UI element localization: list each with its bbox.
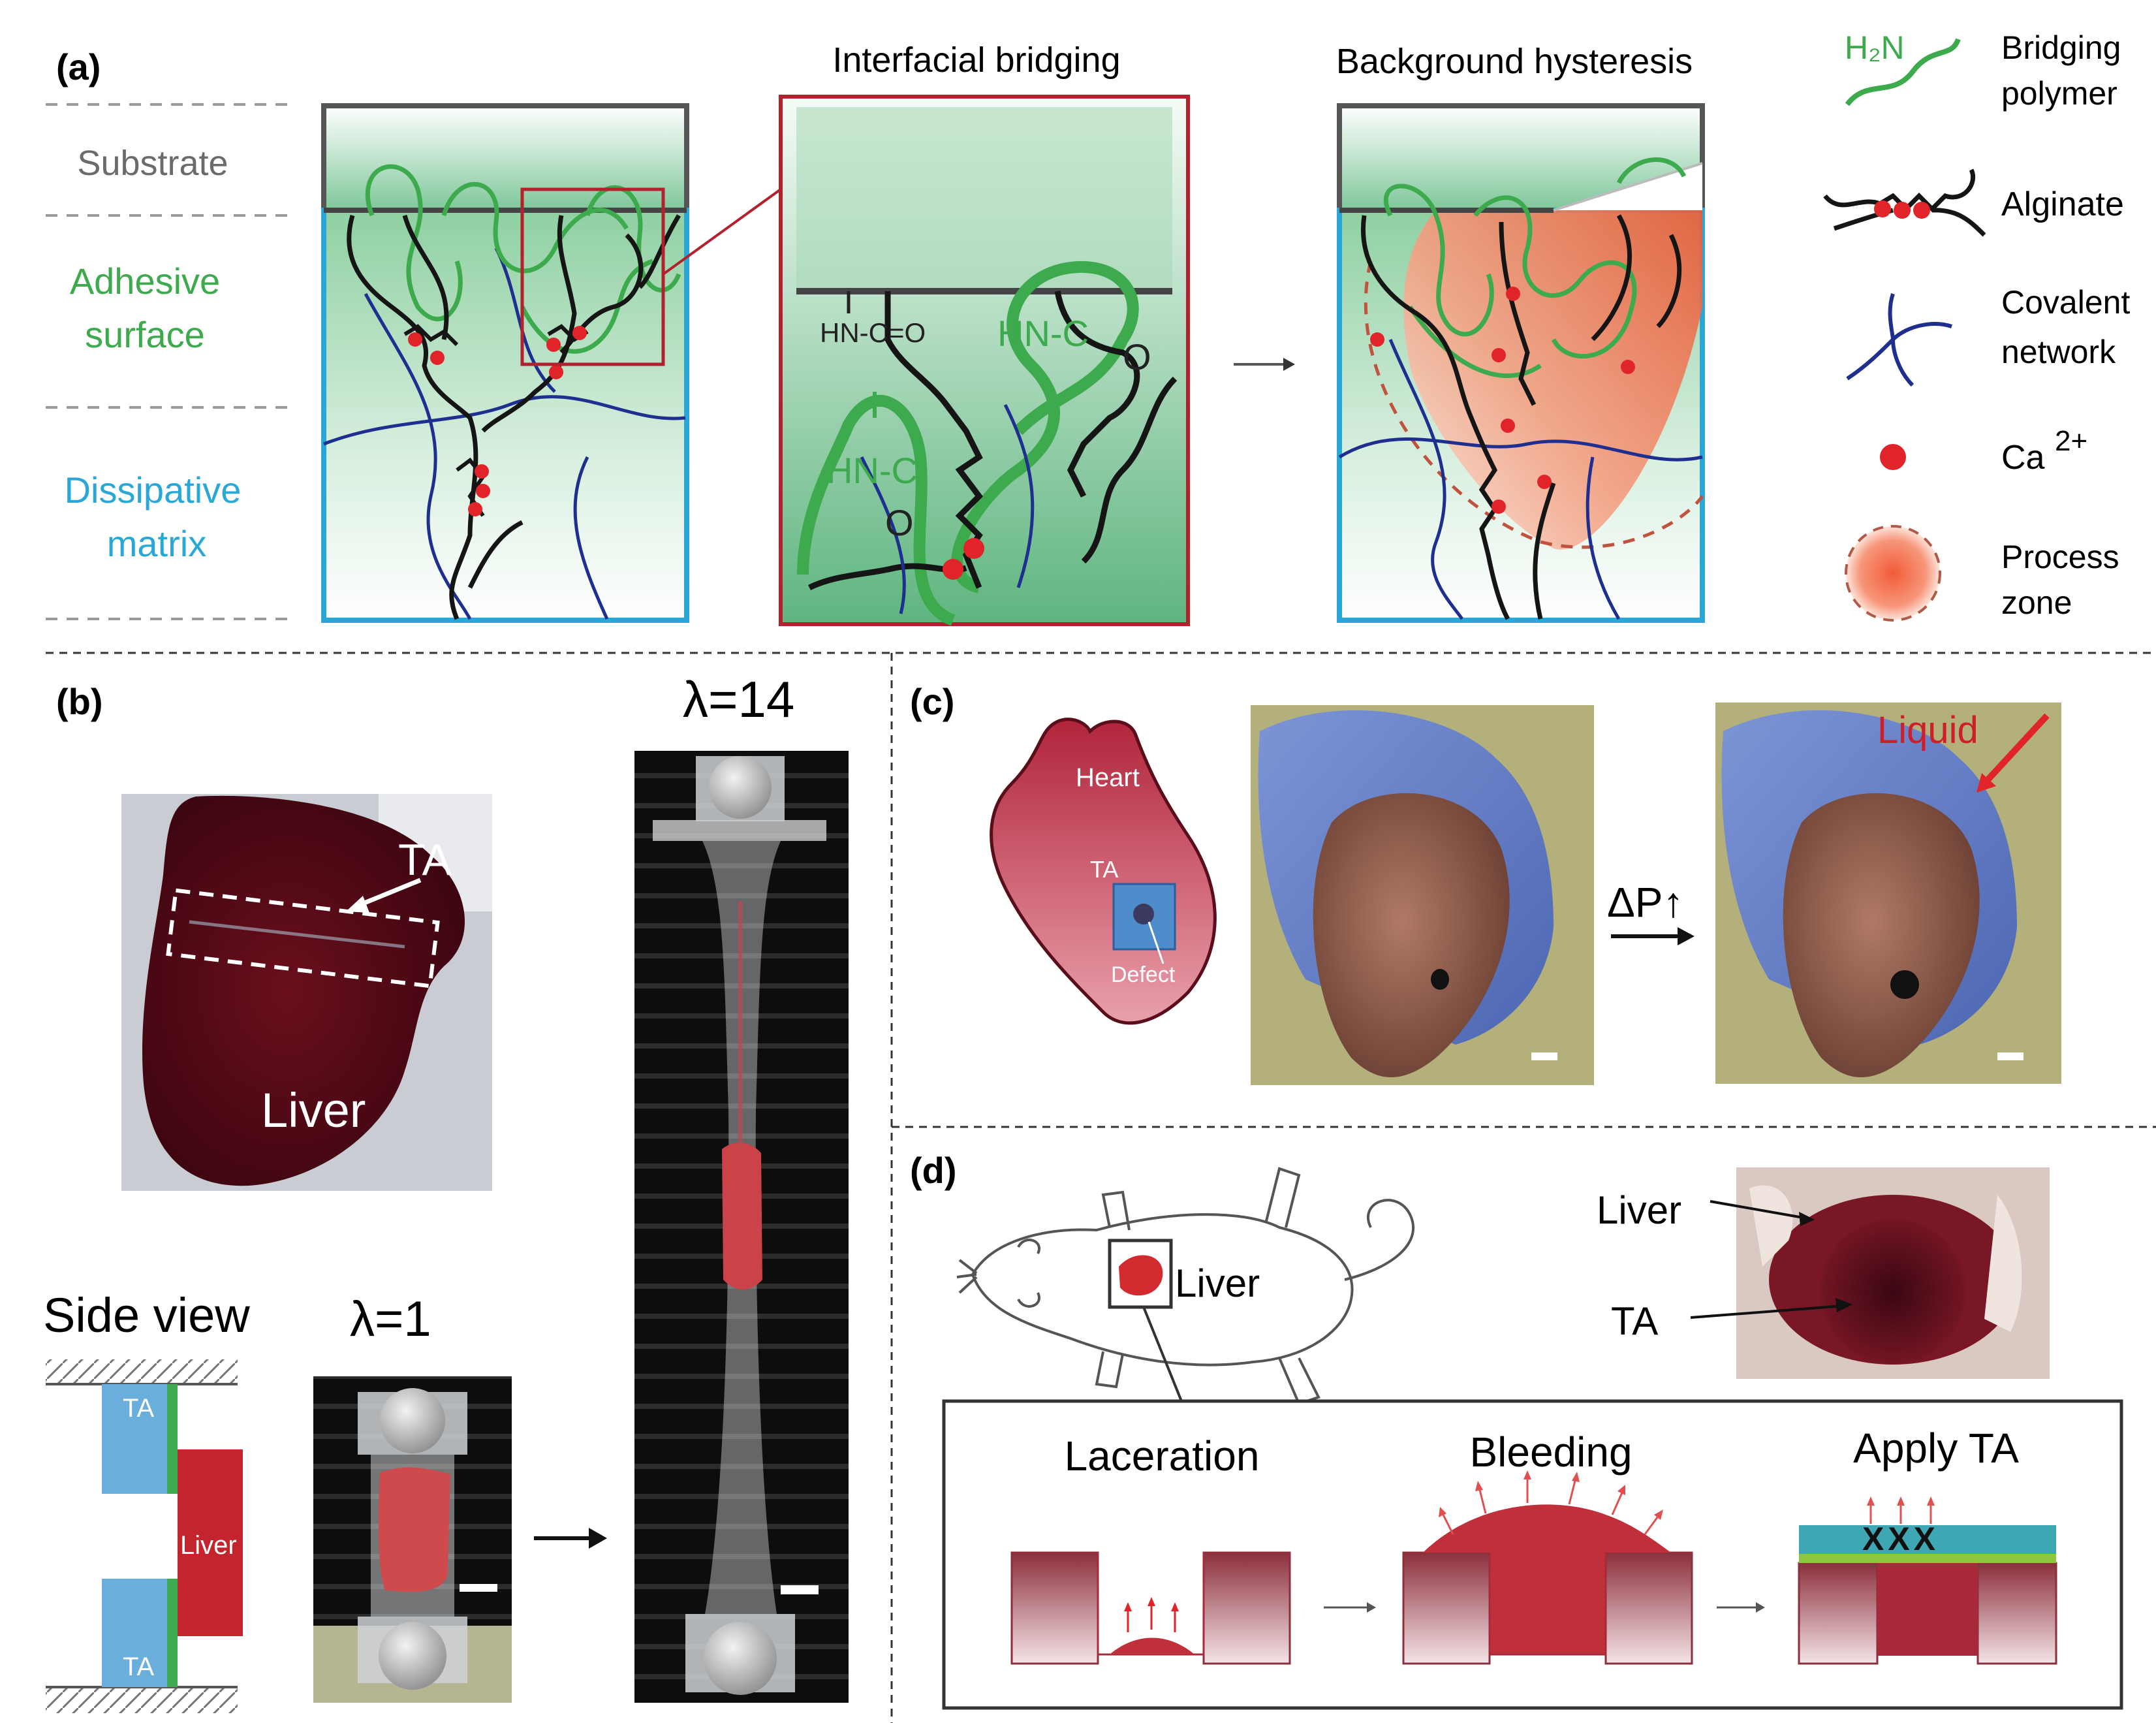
side-view-schematic: TA TA Liver: [46, 1359, 243, 1713]
legend-bridging-1: Bridging: [2001, 29, 2121, 66]
delta-p-label: ΔP↑: [1607, 879, 1683, 926]
legend-covalent-2: network: [2001, 334, 2116, 370]
arrow-a: [1234, 358, 1295, 371]
arrow-b: [534, 1528, 607, 1549]
panel-c-label: (c): [910, 681, 954, 722]
lambda-1-photo: [313, 1376, 512, 1703]
layer-adhesive-2: surface: [85, 314, 205, 355]
chem-hn-2: HN-C: [997, 313, 1089, 354]
bleeding-diagram: [1402, 1470, 1693, 1665]
panel-b-label: (b): [56, 681, 103, 722]
heart-schematic: Heart TA Defect: [990, 718, 1217, 1025]
heart-defect: Defect: [1111, 962, 1176, 987]
panel-a: (a) Substrate Adhesive surface Dissipati…: [46, 29, 2130, 626]
schem-ta-bottom: TA: [123, 1652, 154, 1681]
chem-o-2: O: [1123, 336, 1151, 377]
title-background-hysteresis: Background hysteresis: [1336, 42, 1693, 81]
inset-interfacial-bridging: HN-C=O HN-C O HN-C O: [779, 95, 1190, 626]
legend-h2n: H₂N: [1845, 29, 1905, 66]
rat-outline: [956, 1167, 1414, 1406]
legend-a: H₂N Bridging polymer Alginate Covalent n…: [1823, 29, 2130, 622]
arrow-d-2: [1717, 1602, 1765, 1613]
legend-ca: Ca: [2001, 439, 2045, 477]
layer-substrate: Substrate: [77, 144, 228, 183]
liver-photo: TA Liver: [121, 794, 492, 1191]
rat-liver-label: Liver: [1175, 1261, 1260, 1305]
step-laceration: Laceration: [1065, 1432, 1260, 1479]
legend-alginate: Alginate: [2001, 185, 2124, 223]
photo-ta-label: TA: [1611, 1299, 1658, 1343]
heart-ta: TA: [1090, 856, 1118, 883]
title-interfacial-bridging: Interfacial bridging: [832, 40, 1120, 80]
legend-covalent-1: Covalent: [2001, 284, 2130, 321]
arrow-d-1: [1324, 1602, 1376, 1613]
chem-hn-3: HN-C: [826, 450, 918, 491]
schematic-hysteresis: [1337, 103, 1705, 623]
heart-label: Heart: [1076, 763, 1140, 792]
photo-liver-label: Liver: [1597, 1188, 1681, 1232]
apply-ta-diagram: XXX: [1798, 1496, 2057, 1665]
liver-surgery-photo: [1690, 1167, 2050, 1379]
panel-b: (b) TA Liver Side view λ=1 λ=14: [43, 671, 849, 1713]
block-marks: XXX: [1862, 1521, 1939, 1557]
liquid-label: Liquid: [1877, 709, 1978, 751]
schem-ta-top: TA: [123, 1394, 154, 1423]
legend-process-1: Process: [2001, 539, 2119, 575]
lambda-14-label: λ=14: [683, 671, 794, 728]
side-view-label: Side view: [43, 1288, 250, 1342]
schematic-interface: [321, 103, 782, 623]
step-bleeding: Bleeding: [1469, 1429, 1632, 1476]
chem-hn-1: HN-C=O: [820, 317, 926, 348]
heart-photo-1: [1251, 705, 1594, 1085]
panel-d: (d) Liver: [910, 1150, 2123, 1710]
lambda-14-photo: [634, 751, 849, 1703]
layer-dissipative-1: Dissipative: [65, 469, 242, 511]
heart-photo-2: Liquid: [1715, 703, 2061, 1084]
panel-dividers: [46, 652, 2156, 1723]
legend-process-2: zone: [2001, 584, 2072, 621]
panel-c: (c) Heart TA Defect ΔP↑: [910, 681, 2061, 1085]
step-apply-ta: Apply TA: [1853, 1425, 2019, 1472]
legend-bridging-2: polymer: [2001, 75, 2117, 112]
liver-photo-label: Liver: [261, 1083, 366, 1137]
chem-o-3: O: [885, 502, 914, 543]
panel-d-label: (d): [910, 1150, 957, 1191]
laceration-diagram: [1010, 1551, 1291, 1665]
layer-adhesive-1: Adhesive: [70, 261, 220, 302]
lambda-1-label: λ=1: [350, 1291, 431, 1347]
schem-liver: Liver: [180, 1531, 237, 1560]
arrow-c: [1611, 927, 1695, 945]
panel-a-label: (a): [56, 46, 101, 87]
layer-dissipative-2: matrix: [107, 523, 206, 564]
liver-photo-ta: TA: [398, 835, 452, 885]
legend-ca-sup: 2+: [2055, 425, 2087, 457]
